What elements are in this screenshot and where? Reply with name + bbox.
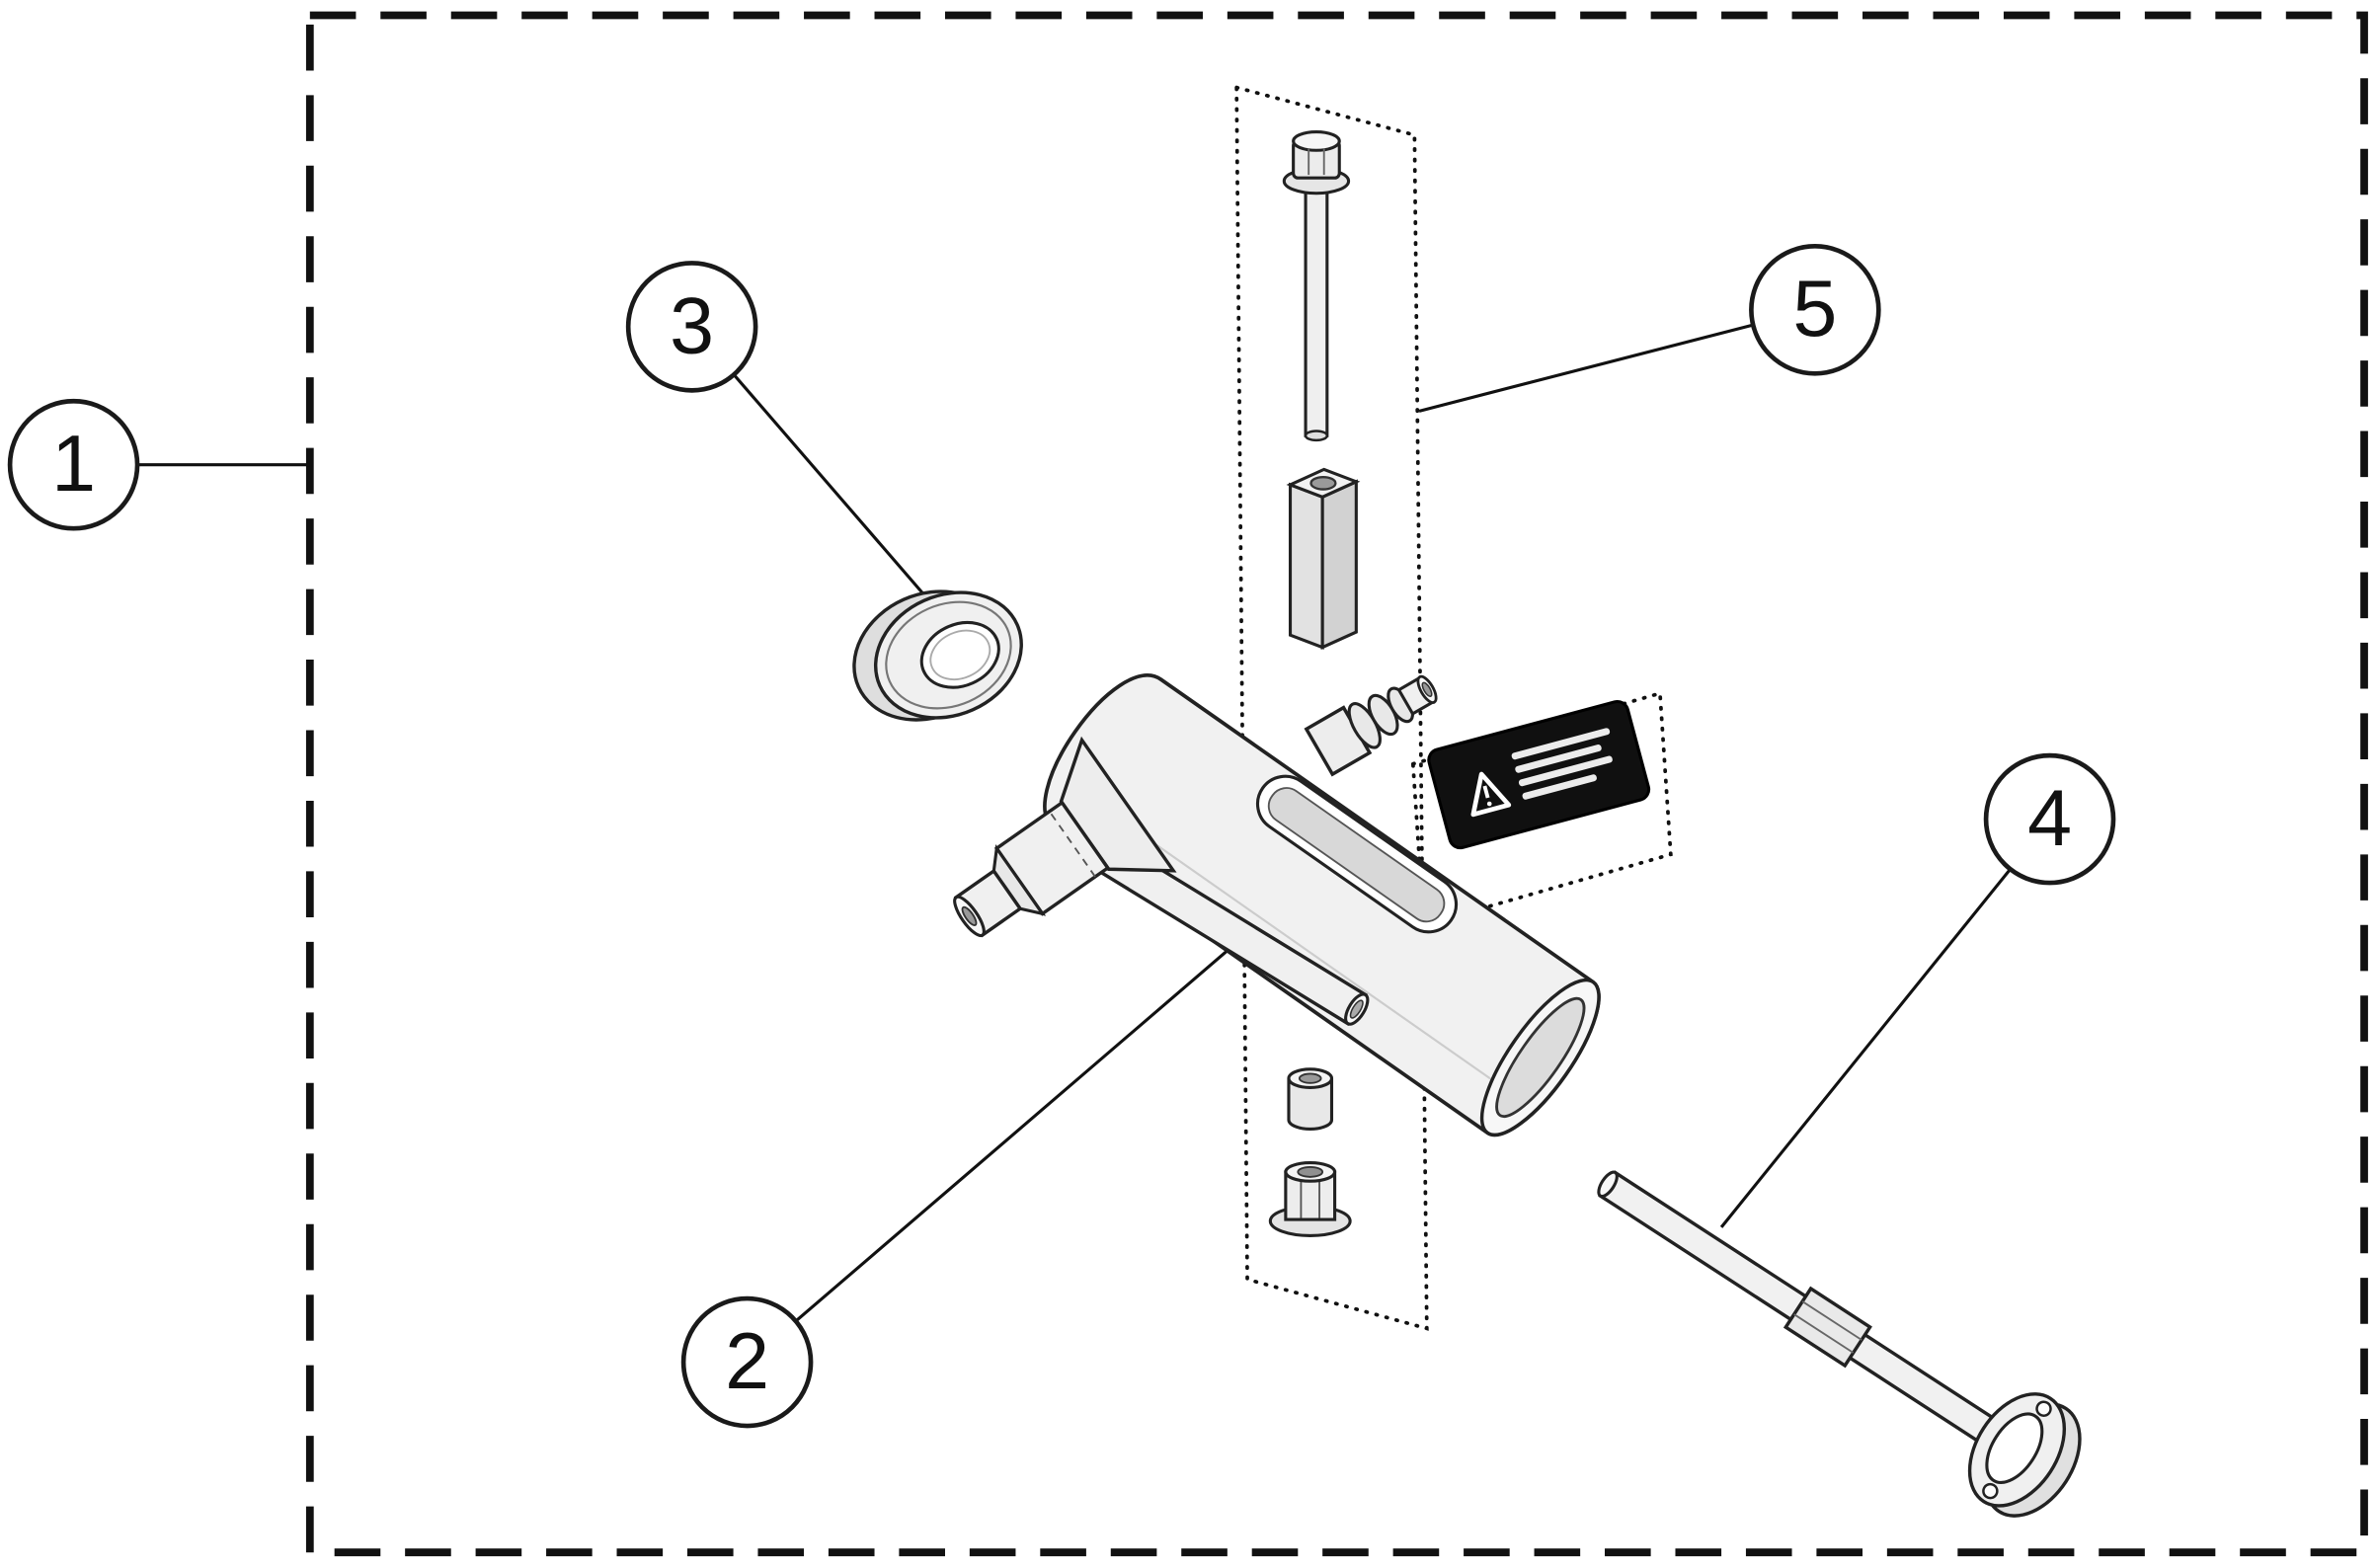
warning-label	[1427, 699, 1651, 850]
boundary-frame	[305, 11, 2368, 1557]
leader-line-4	[1719, 868, 2012, 1228]
leader-line-3	[733, 374, 931, 603]
handle-rod-part	[1597, 1170, 2082, 1518]
warning-triangle-icon	[1470, 771, 1512, 818]
callout-4-label: 4	[2027, 774, 2072, 864]
callout-2: 2	[680, 1295, 814, 1429]
callout-5: 5	[1749, 244, 1881, 376]
flange-bolt-part	[1282, 130, 1351, 442]
valve-body-part	[1043, 673, 1601, 1137]
ring-end	[1967, 1392, 2082, 1518]
hose-barb-fitting	[1304, 674, 1438, 777]
callout-2-label: 2	[725, 1317, 770, 1407]
leader-line-2	[795, 946, 1231, 1322]
bushing-part	[1287, 1067, 1334, 1131]
nozzle-tip	[953, 736, 1177, 938]
callout-5-label: 5	[1792, 265, 1838, 354]
leader-line-5	[1418, 323, 1753, 413]
callout-3-label: 3	[670, 281, 715, 371]
grommet-part	[852, 589, 1023, 722]
callout-4: 4	[1983, 752, 2116, 886]
callout-3: 3	[625, 261, 758, 393]
callout-1: 1	[7, 398, 140, 531]
flange-nut-part	[1268, 1161, 1352, 1237]
spacer-block-part	[1286, 467, 1361, 651]
callout-1-label: 1	[51, 420, 97, 510]
